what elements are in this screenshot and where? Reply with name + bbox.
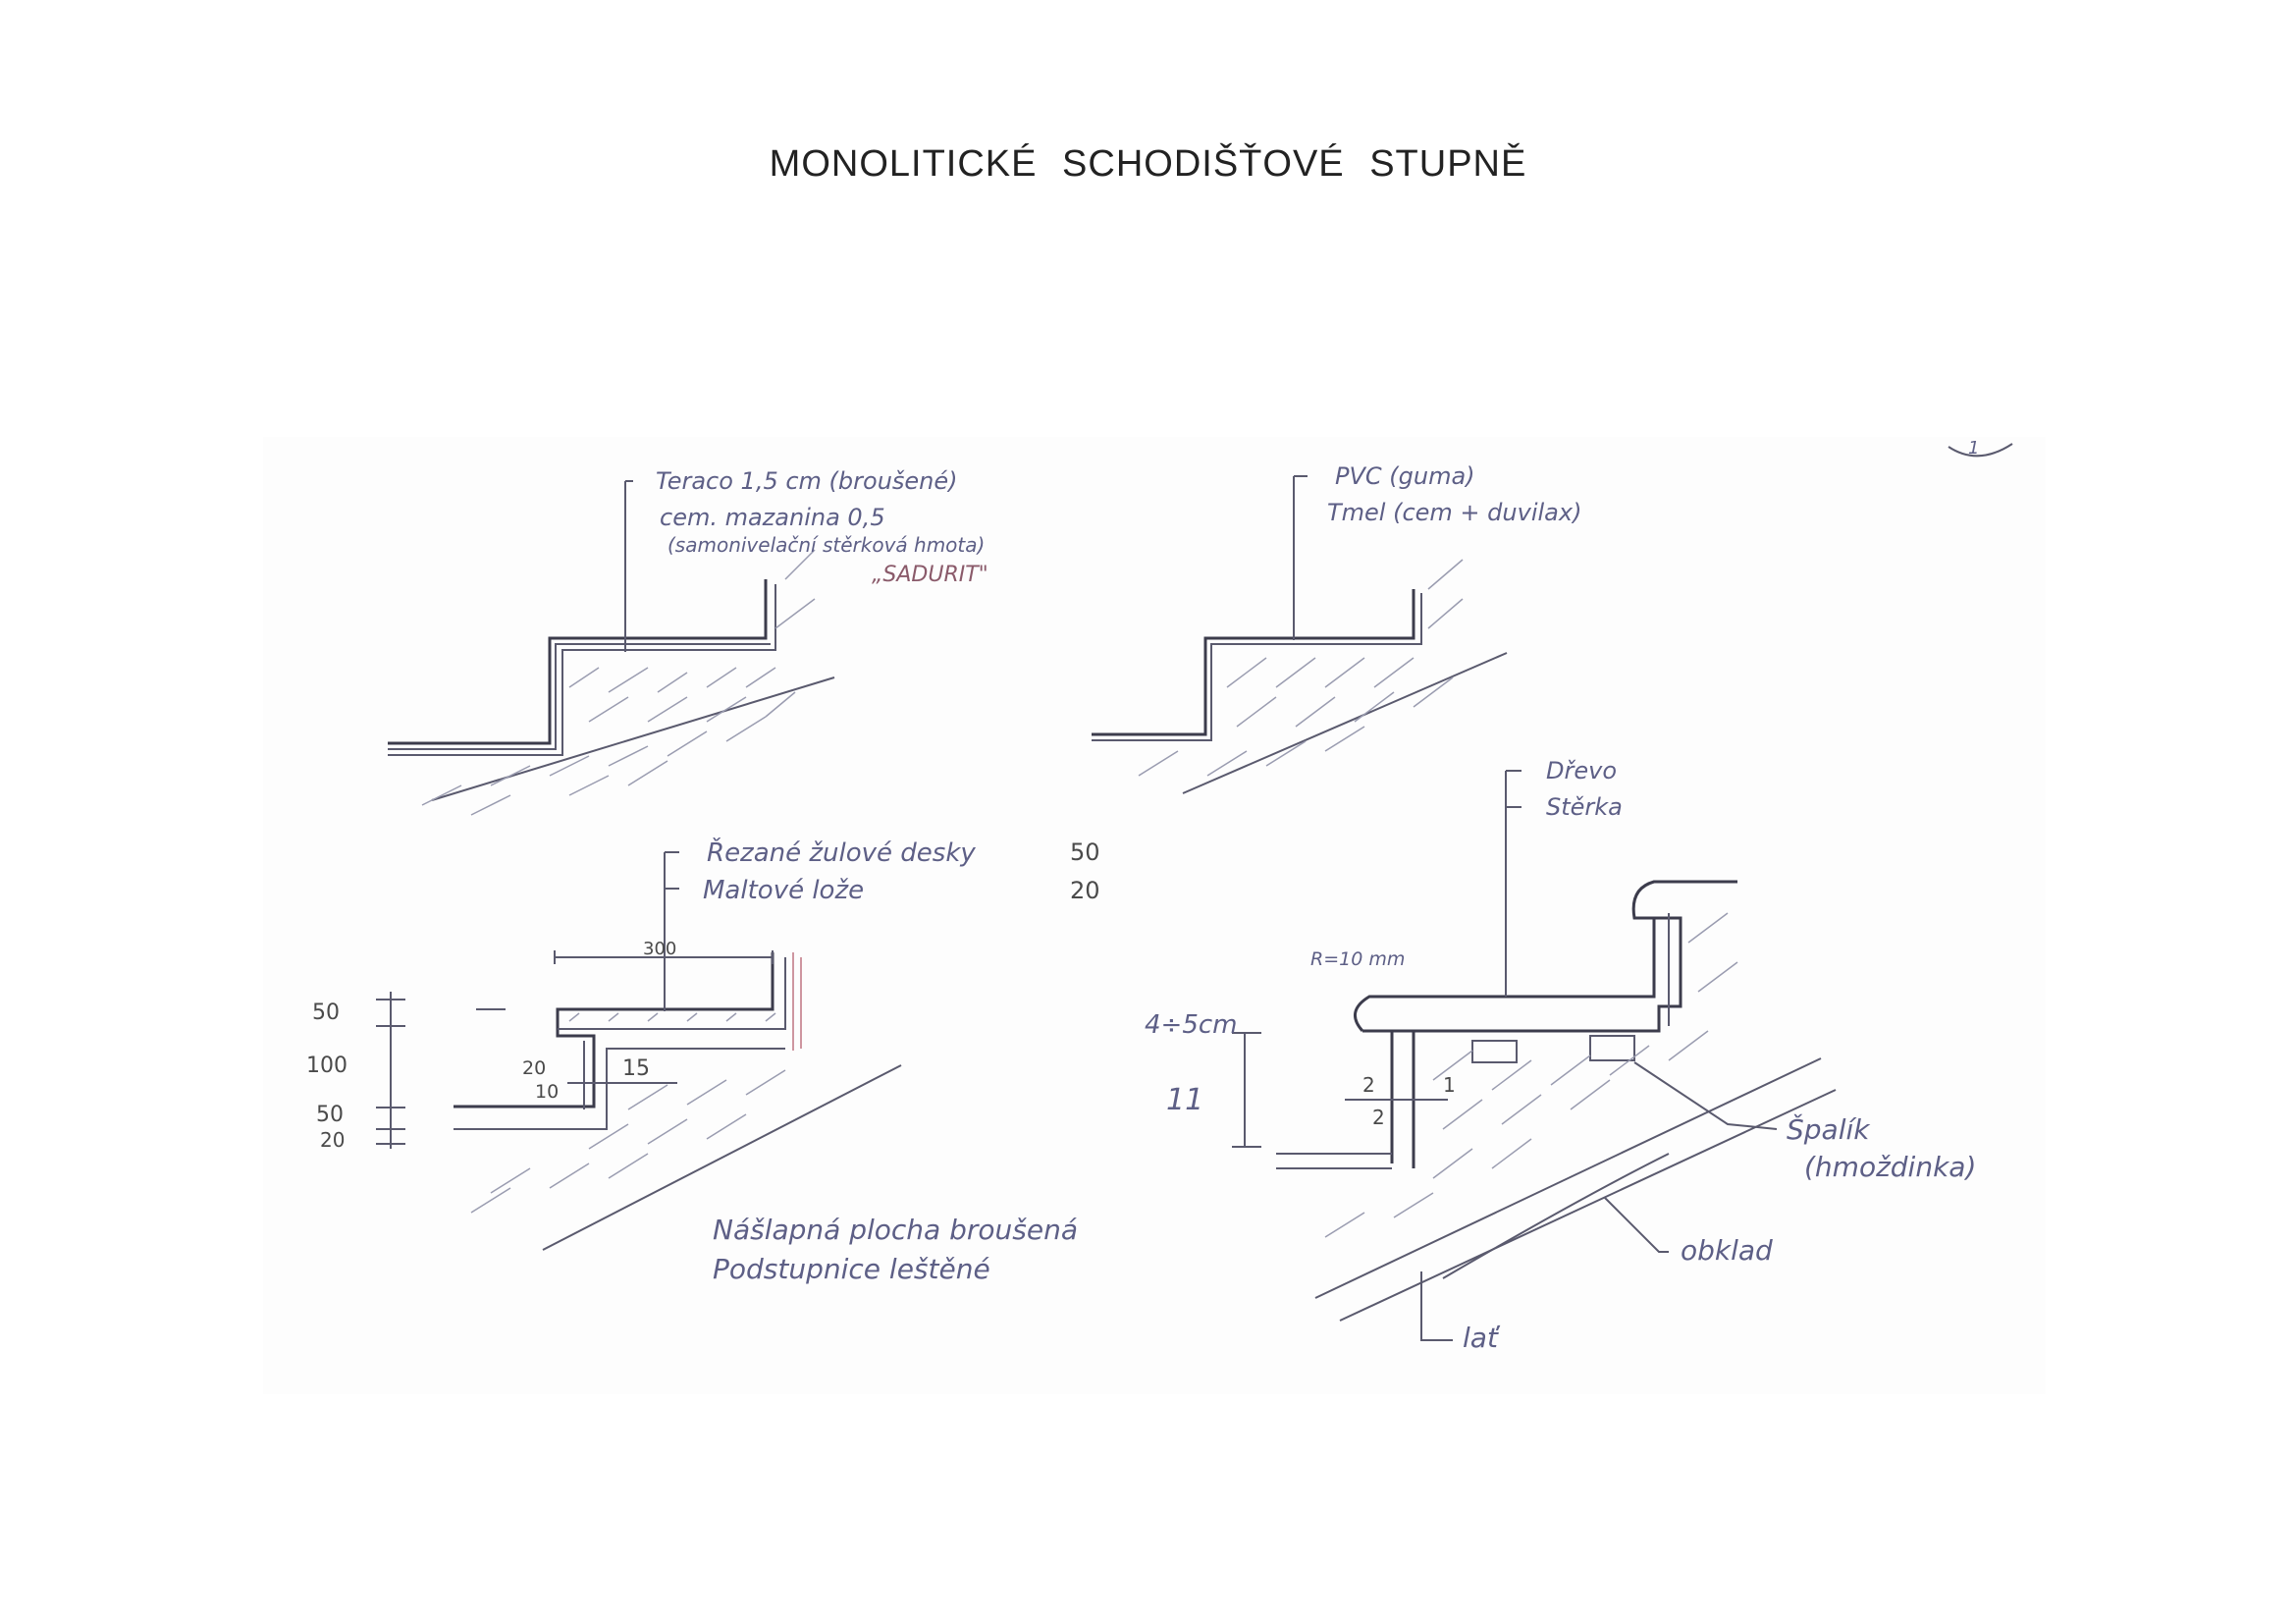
wood-label-2: Stěrka [1546,793,1623,821]
pvc-label-2: Tmel (cem + duvilax) [1327,499,1581,526]
granite-dim-300: 300 [643,939,676,959]
wood-label-spalik-1: Špalík [1787,1112,1871,1146]
granite-value-2: 20 [1070,877,1100,904]
teraco-label-4: „SADURIT" [872,563,988,587]
wood-label-spalik-2: (hmoždinka) [1804,1151,1976,1183]
wood-label-1: Dřevo [1546,757,1617,784]
granite-step-outer [454,952,774,1108]
sketch-wood: Dřevo Stěrka R=10 mm 4÷5cm 11 2 1 2 Špal… [1145,757,1976,1354]
wood-dim-2b: 2 [1372,1106,1385,1129]
page-title: MONOLITICKÉ SCHODIŠŤOVÉ STUPNĚ [769,143,1527,185]
granite-dim-50a: 50 [312,1000,340,1025]
granite-label-2: Maltové lože [703,876,864,905]
pvc-label-1: PVC (guma) [1335,462,1475,490]
sketch-granite: 300 50 100 50 20 20 10 15 Řezané žulové … [306,837,1100,1285]
wood-label-obklad: obklad [1681,1234,1773,1267]
granite-label-1: Řezané žulové desky [707,837,976,868]
teraco-step-inner [388,584,776,756]
teraco-label-2: cem. mazanina 0,5 [660,504,885,531]
page-number: 1 [1968,438,1979,459]
wood-dim-1: 1 [1443,1073,1456,1097]
drawing-sheet [263,437,2046,1394]
sketch-pvc: PVC (guma) Tmel (cem + duvilax) [1092,462,1581,794]
granite-dim-100: 100 [306,1054,347,1078]
wood-dim-thickness: 4÷5cm [1145,1010,1238,1040]
granite-note-1: Nášlapná plocha broušená [713,1214,1078,1246]
granite-dim-20: 20 [320,1128,345,1152]
wood-tread-outline [1362,880,1737,1033]
pvc-step-outer [1092,589,1415,736]
granite-dim-15: 15 [622,1056,650,1081]
wood-dim-11: 11 [1166,1083,1203,1117]
teraco-label-3: (samonivelační stěrková hmota) [667,533,985,557]
teraco-label-1: Teraco 1,5 cm (broušené) [656,467,958,495]
wood-label-lat: lať [1463,1322,1501,1354]
granite-value-1: 50 [1070,838,1100,866]
wood-radius: R=10 mm [1310,948,1405,970]
sketch-teraco: Teraco 1,5 cm (broušené) cem. mazanina 0… [388,467,988,816]
page-number-mark: 1 [1948,438,2013,459]
granite-note-2: Podstupnice leštěné [713,1253,990,1285]
granite-dim-50b: 50 [316,1103,344,1127]
teraco-step-outer [388,579,768,745]
granite-dim-10: 10 [535,1081,559,1103]
wood-dim-2a: 2 [1362,1073,1375,1097]
granite-dim-20b: 20 [522,1057,546,1079]
